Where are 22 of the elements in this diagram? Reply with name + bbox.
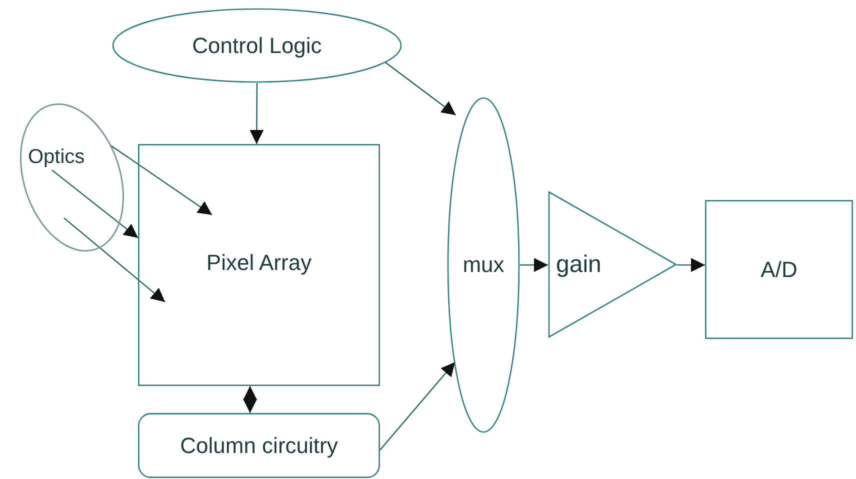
control-logic-ellipse: [112, 8, 402, 83]
node-label: mux: [462, 252, 504, 278]
amplifier-triangle: [548, 191, 677, 338]
arrow: [52, 170, 138, 238]
pixel-array-box: [138, 144, 380, 386]
arrow: [243, 386, 258, 413]
node-label: Control Logic: [192, 32, 322, 58]
node-label: gain: [556, 250, 602, 278]
column-circuitry-box: [138, 413, 380, 478]
node-label: A/D: [760, 256, 798, 282]
arrow: [64, 218, 166, 302]
node-label: Optics: [28, 146, 85, 169]
arrow: [677, 258, 705, 272]
arrow: [110, 144, 212, 216]
mux-ellipse: [447, 97, 520, 433]
node-label: Pixel Array: [206, 250, 312, 276]
converter-box: [705, 200, 853, 339]
arrow: [520, 258, 548, 272]
node-label: Column circuitry: [180, 432, 338, 458]
arrow: [384, 62, 456, 116]
arrow: [250, 83, 264, 144]
arrow: [380, 362, 456, 450]
